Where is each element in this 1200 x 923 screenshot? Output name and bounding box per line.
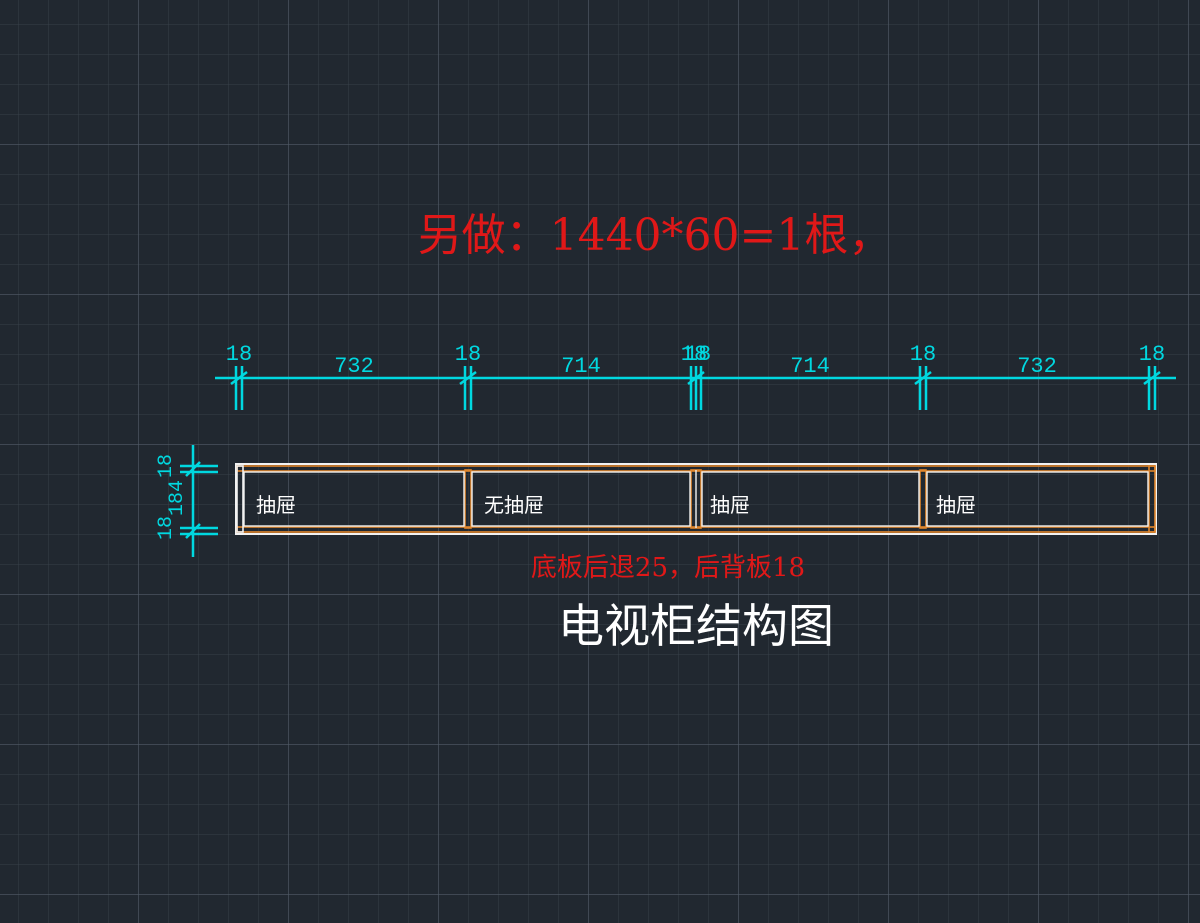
dim-label: 18 xyxy=(455,342,481,367)
dim-label: 714 xyxy=(790,354,830,379)
dim-label: 18 xyxy=(681,342,707,367)
compartment-labels: 抽屉 无抽屉 抽屉 抽屉 xyxy=(256,493,976,517)
horizontal-dimension-labels: 18 732 18 714 18 18 714 18 732 18 xyxy=(226,342,1165,379)
compartment-label: 抽屉 xyxy=(256,493,296,517)
compartment-outline-3 xyxy=(701,471,920,527)
drawing-title: 电视柜结构图 xyxy=(558,599,834,653)
horizontal-dimension-chain xyxy=(215,366,1176,410)
cabinet xyxy=(235,463,1157,535)
dim-label: 714 xyxy=(561,354,601,379)
compartment-label: 抽屉 xyxy=(936,493,976,517)
compartment-label: 无抽屉 xyxy=(484,493,544,517)
right-side-panel xyxy=(1148,465,1156,533)
dimension-tick xyxy=(914,371,932,385)
divider-panel-1 xyxy=(464,469,472,529)
compartment-outline-2 xyxy=(471,471,691,527)
compartment-label: 抽屉 xyxy=(710,493,750,517)
dim-label: 18 xyxy=(685,342,711,367)
left-side-panel xyxy=(236,465,244,533)
dim-label: 732 xyxy=(334,354,374,379)
vertical-dimension-labels: 18 184 18 xyxy=(155,454,189,540)
note-bottom: 底板后退25，后背板18 xyxy=(531,553,805,583)
vertical-dimension-chain xyxy=(180,445,218,557)
dim-label: 18 xyxy=(910,342,936,367)
dim-label: 732 xyxy=(1017,354,1057,379)
dim-label: 18 xyxy=(155,454,178,478)
dim-label: 18 xyxy=(226,342,252,367)
dimension-tick xyxy=(459,371,477,385)
compartment-outline-4 xyxy=(926,471,1149,527)
compartment-outline-1 xyxy=(243,471,465,527)
dimension-tick xyxy=(1143,371,1161,385)
divider-panel-3 xyxy=(919,469,927,529)
dim-label: 18 xyxy=(155,516,178,540)
dimension-tick xyxy=(230,371,248,385)
dim-label: 18 xyxy=(1139,342,1165,367)
note-top: 另做：1440*60=1根， xyxy=(418,210,893,261)
dimension-tick xyxy=(185,523,201,539)
dim-label: 184 xyxy=(166,480,189,516)
dimension-tick xyxy=(687,371,705,385)
cabinet-outer-outline xyxy=(235,463,1157,535)
dimension-tick xyxy=(185,461,201,477)
